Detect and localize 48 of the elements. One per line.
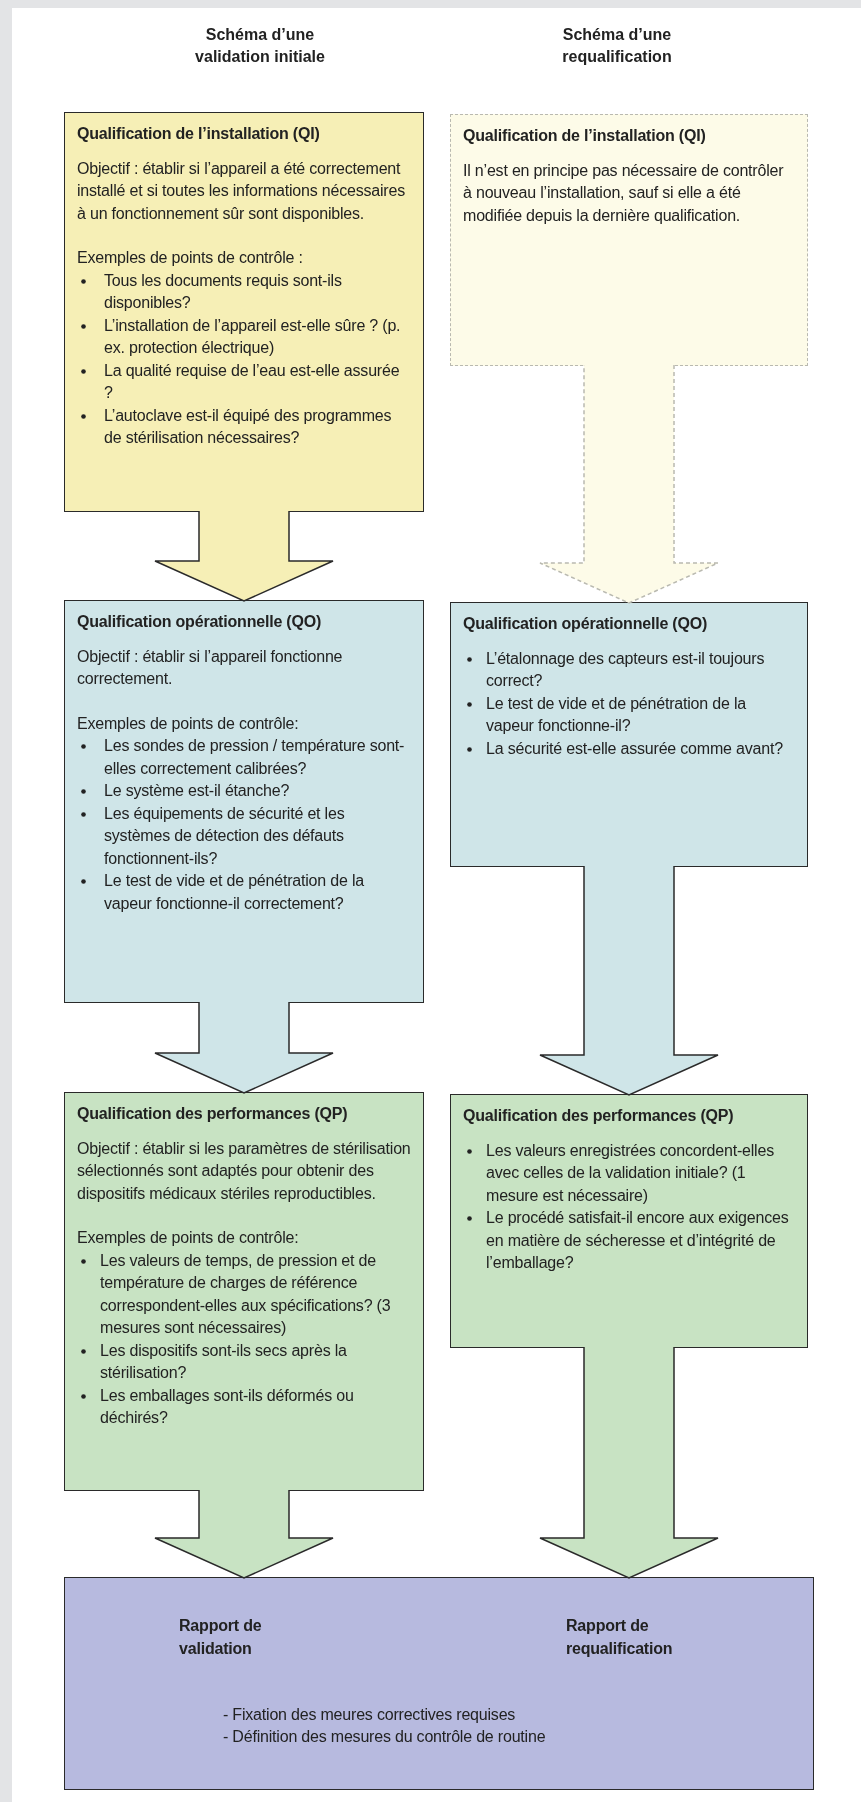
- block-arrow: [539, 1346, 719, 1579]
- box-text: Exemples de points de contrôle :: [77, 248, 304, 268]
- report-item: - Définition des mesures du contrôle de routine: [223, 1727, 546, 1747]
- box-heading: Qualification opérationnelle (QO): [463, 614, 709, 634]
- process-box: [450, 1094, 808, 1348]
- box-heading: Qualification des performances (QP): [463, 1106, 735, 1126]
- column-heading: Schéma d’une validation initiale: [194, 25, 326, 67]
- bullet-item: La sécurité est-elle assurée comme avant?: [486, 739, 783, 757]
- report-heading: Rapport de requalification: [566, 1616, 674, 1659]
- box-heading: Qualification de l’installation (QI): [463, 126, 707, 146]
- report-item: - Fixation des meures correctives requises: [223, 1705, 516, 1725]
- bullet-item: Les équipements de sécurité et les systèmes de détection des défauts fonctionnent-ils?: [104, 804, 345, 867]
- block-arrow: [154, 1489, 334, 1579]
- bullet-item: Le procédé satisfait-il encore aux exigences en matière de sécheresse et d’intégrité de l’emballage?: [486, 1209, 789, 1271]
- box-text: Exemples de points de contrôle:: [77, 1228, 300, 1248]
- process-box: [64, 1577, 814, 1790]
- block-arrow: [539, 865, 719, 1096]
- box-text: Exemples de points de contrôle:: [77, 713, 300, 734]
- process-box: [64, 1092, 424, 1491]
- bullet-item: L’autoclave est-il équipé des programmes de stérilisation nécessaires?: [104, 406, 392, 446]
- box-text: Il n’est en principe pas nécessaire de contrôler à nouveau l’installation, sauf si elle a été modifiée depuis la dernière qualification.: [463, 160, 785, 226]
- process-box: [64, 600, 424, 1003]
- bullet-item: Le test de vide et de pénétration de la vapeur fonctionne-il?: [486, 694, 746, 734]
- box-text: Objectif : établir si l’appareil fonctionne correctement.: [77, 646, 344, 689]
- bullet-item: Les valeurs de temps, de pression et de température de charges de référence correspondent-elles aux spécifications? (3 mesures sont nécessaires): [100, 1251, 391, 1336]
- bullet-item: Le test de vide et de pénétration de la vapeur fonctionne-il correctement?: [104, 872, 364, 912]
- box-text: Objectif : établir si l’appareil a été correctement installé et si toutes les informations nécessaires à un fonctionnement sûr sont disponibles.: [77, 158, 406, 224]
- report-heading: Rapport de validation: [179, 1616, 263, 1659]
- process-box: [450, 602, 808, 867]
- process-box: [450, 114, 808, 366]
- bullet-item: Les sondes de pression / température sont-elles correctement calibrées?: [104, 737, 405, 777]
- bullet-item: L’étalonnage des capteurs est-il toujours correct?: [486, 649, 765, 689]
- bullet-item: Tous les documents requis sont-ils disponibles?: [104, 271, 342, 311]
- bullet-item: Les emballages sont-ils déformés ou déchirés?: [100, 1386, 354, 1426]
- block-arrow: [539, 364, 719, 604]
- block-arrow: [154, 1001, 334, 1094]
- box-heading: Qualification de l’installation (QI): [77, 124, 321, 144]
- bullet-item: Les valeurs enregistrées concordent-elles avec celles de la validation initiale? (1 mesure est nécessaire): [486, 1141, 774, 1204]
- column-heading: Schéma d’une requalification: [561, 25, 673, 67]
- process-box: [64, 112, 424, 512]
- bullet-item: Les dispositifs sont-ils secs après la stérilisation?: [100, 1341, 347, 1381]
- box-heading: Qualification opérationnelle (QO): [77, 612, 323, 632]
- bullet-item: L’installation de l’appareil est-elle sûre ? (p. ex. protection électrique): [104, 316, 401, 356]
- box-heading: Qualification des performances (QP): [77, 1104, 349, 1124]
- bullet-item: La qualité requise de l’eau est-elle assurée ?: [104, 361, 400, 401]
- bullet-item: Le système est-il étanche?: [104, 782, 290, 799]
- box-text: Objectif : établir si les paramètres de stérilisation sélectionnés sont adaptés pour obtenir des dispositifs médicaux stériles reproductibles.: [77, 1138, 411, 1204]
- block-arrow: [154, 510, 334, 602]
